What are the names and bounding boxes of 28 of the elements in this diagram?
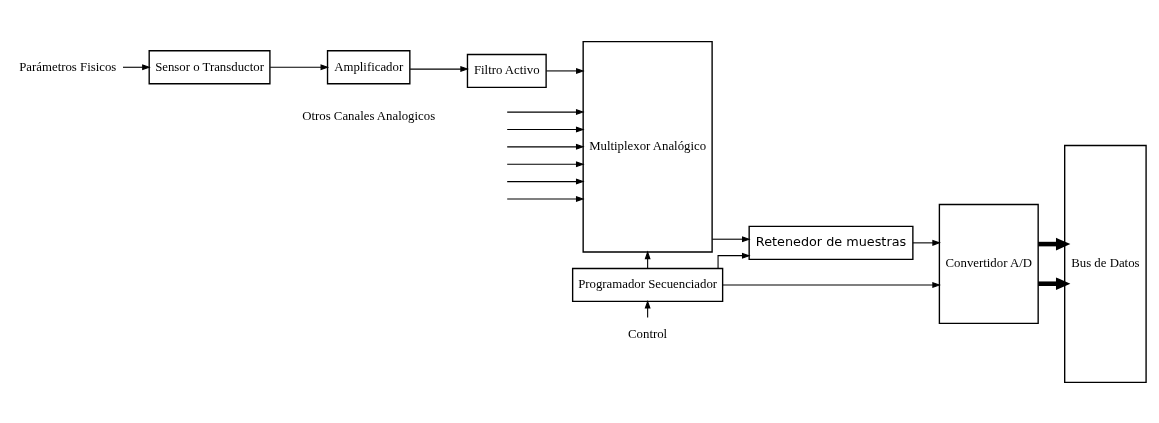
arrow — [644, 299, 651, 318]
arrow — [506, 178, 585, 185]
arrow — [506, 160, 585, 167]
arrow — [506, 125, 585, 132]
arrow — [409, 65, 469, 72]
label: Otros Canales Analogicos — [302, 108, 436, 123]
node-box: Convertidor A/D — [938, 203, 1039, 324]
node-box: Retenedor de muestras — [748, 225, 914, 260]
arrow — [506, 195, 585, 202]
arrow — [545, 67, 585, 74]
node-box: Bus de Datos — [1064, 144, 1147, 383]
arrow — [506, 143, 585, 150]
node-text: Control — [628, 326, 668, 341]
arrow — [711, 235, 751, 242]
node-box: Sensor o Transductor — [148, 49, 271, 84]
arrow — [1038, 237, 1071, 250]
arrow — [912, 239, 941, 246]
arrow — [717, 252, 751, 269]
arrow — [722, 281, 941, 288]
arrow — [1038, 276, 1071, 290]
node-text: Parámetros Fisicos — [19, 59, 117, 74]
node-box: Multiplexor Analógico — [582, 40, 713, 253]
node-box: Filtro Activo — [466, 53, 547, 88]
node-box: Programador Secuenciador — [571, 267, 724, 302]
node-box: Amplificador — [326, 49, 411, 84]
arrow — [122, 63, 151, 70]
arrow — [506, 108, 585, 115]
arrow — [269, 63, 330, 70]
